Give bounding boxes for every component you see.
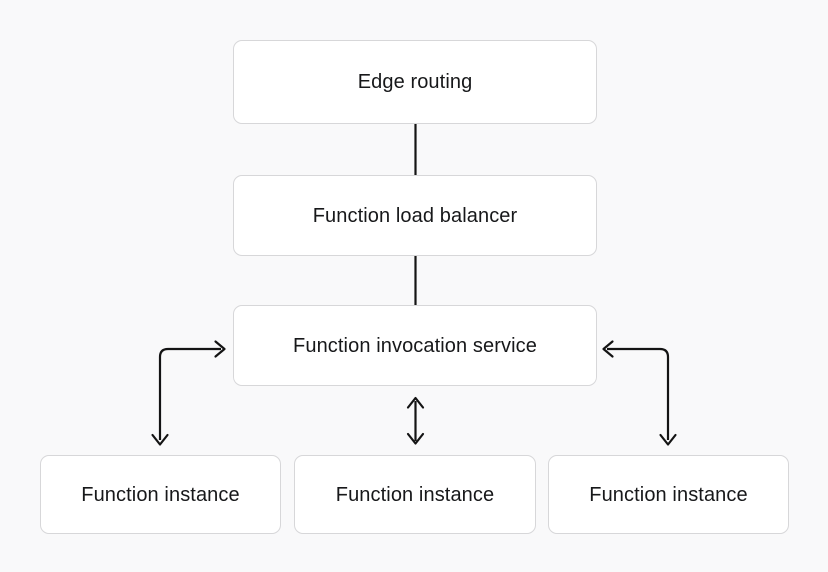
node-label: Function instance <box>81 483 240 506</box>
arrow-down-head-left-elbow <box>151 433 169 446</box>
node-label: Edge routing <box>357 71 473 93</box>
node-label: Function instance <box>335 483 495 506</box>
node-function-instance-3[interactable]: Function instance <box>548 455 789 534</box>
node-label: Function invocation service <box>293 334 537 357</box>
node-label: Function load balancer <box>312 204 518 227</box>
arrow-up-head-center <box>406 396 425 409</box>
node-function-instance-2[interactable]: Function instance <box>294 455 536 534</box>
node-function-invocation-service[interactable]: Function invocation service <box>233 305 597 386</box>
arrow-down-head-center <box>406 432 425 445</box>
arrow-down-head-right-elbow <box>659 433 677 446</box>
node-function-load-balancer[interactable]: Function load balancer <box>233 175 597 256</box>
connector-instance3-to-invocation-arrowhead <box>607 347 670 440</box>
node-function-instance-1[interactable]: Function instance <box>40 455 281 534</box>
connector-instance1-to-invocation-arrowhead <box>158 347 221 440</box>
node-label: Function instance <box>589 483 748 506</box>
arrow-right-head-left-elbow <box>214 340 226 358</box>
node-edge-routing[interactable]: Edge routing <box>233 40 597 124</box>
arrow-left-head-right-elbow <box>602 340 614 358</box>
